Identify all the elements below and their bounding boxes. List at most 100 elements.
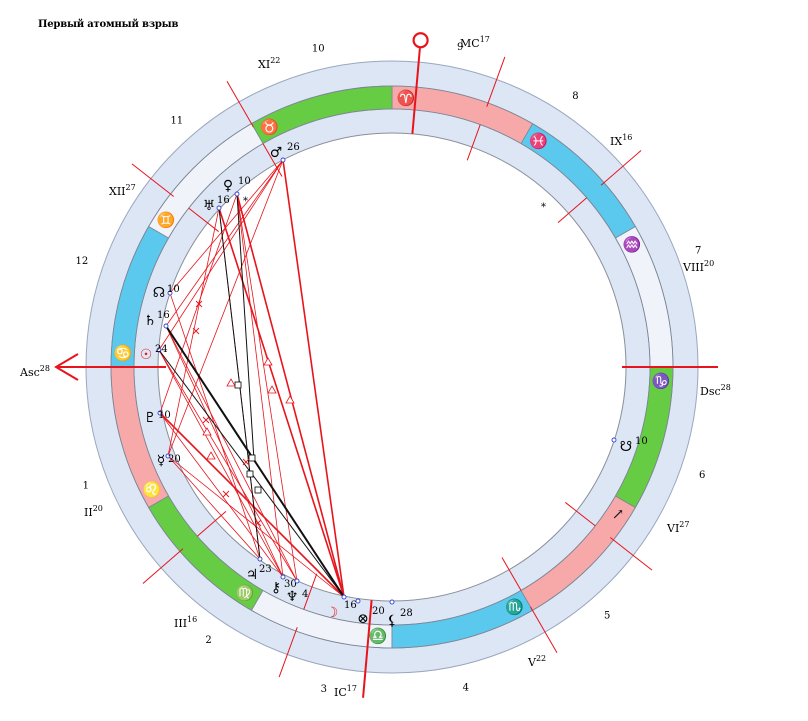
zodiac-rings: ♋♌♍♎♏↗♑♒♓♈♉♊ [85, 60, 699, 674]
aspect-line [236, 193, 298, 582]
aspect-line [167, 207, 220, 457]
saturn-icon: ♄ [144, 313, 157, 329]
mercury-position-dot [165, 453, 171, 459]
venus-degree: 10 [238, 176, 251, 187]
house-cusp-tick-12 [188, 207, 219, 232]
house-cusp-tick-9 [466, 124, 481, 161]
house-axes [54, 32, 718, 698]
sun-icon: ☉ [140, 347, 153, 363]
house-cusp-tick-8 [557, 197, 588, 224]
aspect-sextile-marker [242, 458, 250, 466]
house-cusp-tick-6 [565, 502, 596, 527]
cusp-label-ii: II20 [84, 504, 103, 519]
cusp-label-viii: VIII20 [682, 259, 714, 274]
lilith-degree: 28 [400, 608, 413, 619]
cusp-label-iii: III16 [174, 615, 197, 630]
cusp-label-mc: MC17 [460, 35, 490, 50]
planet-markers: ♂26♀10♅16☊10♄16☉24♇10☿20♃23⚷30♆4☽16⊗20⚸2… [140, 142, 648, 629]
aspect-sextile-marker [254, 519, 262, 527]
cusp-label-vi: VI27 [666, 520, 689, 535]
house-number-1: 1 [83, 481, 89, 492]
aspect-square-marker [234, 381, 242, 389]
jupiter-degree: 23 [259, 564, 272, 575]
taurus-sign-icon: ♉ [260, 118, 279, 136]
house-cusp-tick-2 [196, 510, 227, 537]
aspect-line-black [236, 193, 255, 461]
mars-position-dot [280, 157, 286, 163]
aspect-trine-marker [202, 427, 212, 436]
capricorn-sign-icon: ♑ [652, 372, 671, 390]
chart-title: Первый атомный взрыв [38, 19, 179, 30]
moon-icon: ☽ [326, 605, 339, 621]
house-cusp-line-6 [609, 537, 653, 571]
house-number-7: 7 [695, 245, 701, 256]
aquarius-sign-icon: ♒ [623, 236, 642, 254]
south-node-icon: ☋ [620, 439, 632, 455]
aspect-line [158, 159, 284, 351]
sun-position-dot [156, 347, 162, 353]
aspect-trine-marker [226, 378, 236, 387]
libra-sign-icon: ♎ [369, 627, 388, 645]
cusp-label-xi: XI22 [258, 56, 280, 71]
venus-position-dot [234, 191, 240, 197]
house-number-10: 10 [312, 43, 325, 54]
pisces-sign-icon: ♓ [529, 132, 548, 150]
aspect-trine-marker [263, 357, 273, 366]
part-of-fortune-position-dot [355, 598, 361, 604]
south-node-position-dot [611, 437, 617, 443]
aspect-trine-marker [285, 395, 295, 404]
moon-degree: 16 [344, 600, 357, 611]
aries-sign-icon: ♈ [397, 89, 416, 107]
saturn-position-dot [163, 323, 169, 329]
aspect-trine-marker [206, 451, 216, 460]
mc-circle-icon [412, 32, 429, 49]
aspect-line [169, 159, 284, 294]
part-of-fortune-degree: 20 [372, 606, 385, 617]
lilith-position-dot [389, 599, 395, 605]
virgo-sign-icon: ♍ [236, 584, 255, 602]
neptune-degree: 4 [302, 589, 308, 600]
house-number-11: 11 [170, 115, 183, 126]
cusp-label-ic: IC17 [334, 684, 357, 699]
house-cusp-line-9 [486, 56, 506, 107]
north-node-degree: 10 [167, 284, 180, 295]
aspect-line [158, 349, 284, 578]
part-of-fortune-icon: ⊗ [357, 611, 369, 627]
gemini-sign-icon: ♊ [157, 211, 176, 229]
mercury-icon: ☿ [157, 453, 166, 469]
ic-axis [362, 600, 373, 698]
house-cusp-line-11 [226, 80, 254, 128]
house-cusp-tick-5 [501, 557, 522, 591]
venus-icon: ♀ [223, 178, 233, 194]
mars-icon: ♂ [270, 145, 283, 161]
house-cusp-tick-11 [262, 143, 283, 177]
mars-degree: 26 [287, 142, 300, 153]
aspect-line [167, 159, 284, 457]
marker-asterisk: * [541, 202, 546, 213]
uranus-icon: ♅ [203, 198, 216, 214]
neptune-icon: ♆ [286, 589, 299, 605]
cusp-label-ix: IX16 [610, 133, 632, 148]
aspect-line [158, 349, 298, 582]
house-number-6: 6 [699, 470, 705, 481]
cusp-label-asc: Asc28 [19, 364, 50, 379]
mercury-degree: 20 [168, 454, 181, 465]
house-number-2: 2 [205, 635, 211, 646]
aspect-square-marker [246, 470, 254, 478]
house-number-3: 3 [321, 684, 327, 695]
aspect-sextile-marker [222, 490, 230, 498]
pluto-icon: ♇ [144, 410, 157, 426]
aspect-lines [158, 159, 345, 598]
house-cusp-line-2 [142, 548, 184, 584]
aspect-line [165, 159, 284, 327]
aspect-line-black [165, 325, 345, 598]
scorpio-sign-icon: ♏ [505, 598, 524, 616]
aspect-line [167, 455, 261, 560]
aspect-square-marker [248, 454, 256, 462]
chiron-icon: ⚷ [271, 580, 281, 596]
aspect-line [218, 207, 345, 598]
marker-asterisk: * [243, 196, 248, 207]
jupiter-position-dot [257, 556, 263, 562]
